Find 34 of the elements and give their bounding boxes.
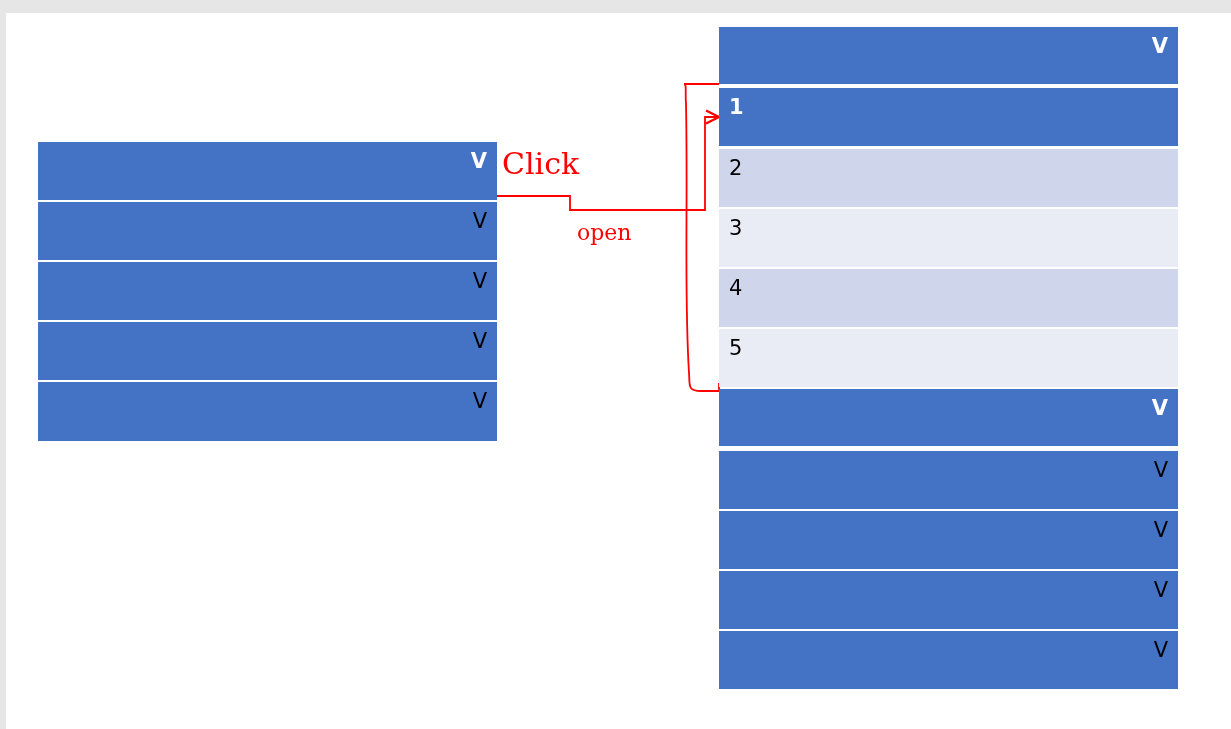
item-number: 5 [729, 335, 743, 361]
accordion-header [38, 322, 497, 380]
item-number: 1 [729, 94, 744, 120]
accordion-header [719, 511, 1178, 569]
chevron-label: V [472, 208, 487, 234]
accordion-header [719, 451, 1178, 509]
item-number: 3 [729, 215, 743, 241]
list-item [719, 88, 1178, 146]
chevron-label: V [1153, 637, 1168, 663]
item-number: 4 [729, 275, 743, 301]
accordion-header [38, 262, 497, 320]
arrow [496, 109, 721, 211]
chevron-label: V [472, 328, 487, 354]
chevron-label: V [1151, 395, 1168, 421]
accordion-header [38, 202, 497, 260]
chevron-label: V [472, 388, 487, 414]
item-number: 2 [729, 155, 743, 181]
chevron-label: V [470, 148, 487, 174]
handwritten-note: Click [502, 147, 580, 181]
chevron-label: V [1151, 33, 1168, 59]
chevron-label: V [1153, 577, 1168, 603]
list-item [719, 329, 1178, 387]
accordion-header [719, 631, 1178, 689]
accordion-header [38, 382, 497, 441]
list-item [719, 269, 1178, 327]
chevron-label: V [472, 268, 487, 294]
accordion-header [719, 389, 1178, 446]
accordion-header [719, 27, 1178, 84]
list-item [719, 149, 1178, 207]
edge-label: open [577, 220, 632, 246]
accordion-header [38, 142, 497, 200]
accordion-header [719, 571, 1178, 629]
chevron-label: V [1153, 457, 1168, 483]
chevron-label: V [1153, 517, 1168, 543]
